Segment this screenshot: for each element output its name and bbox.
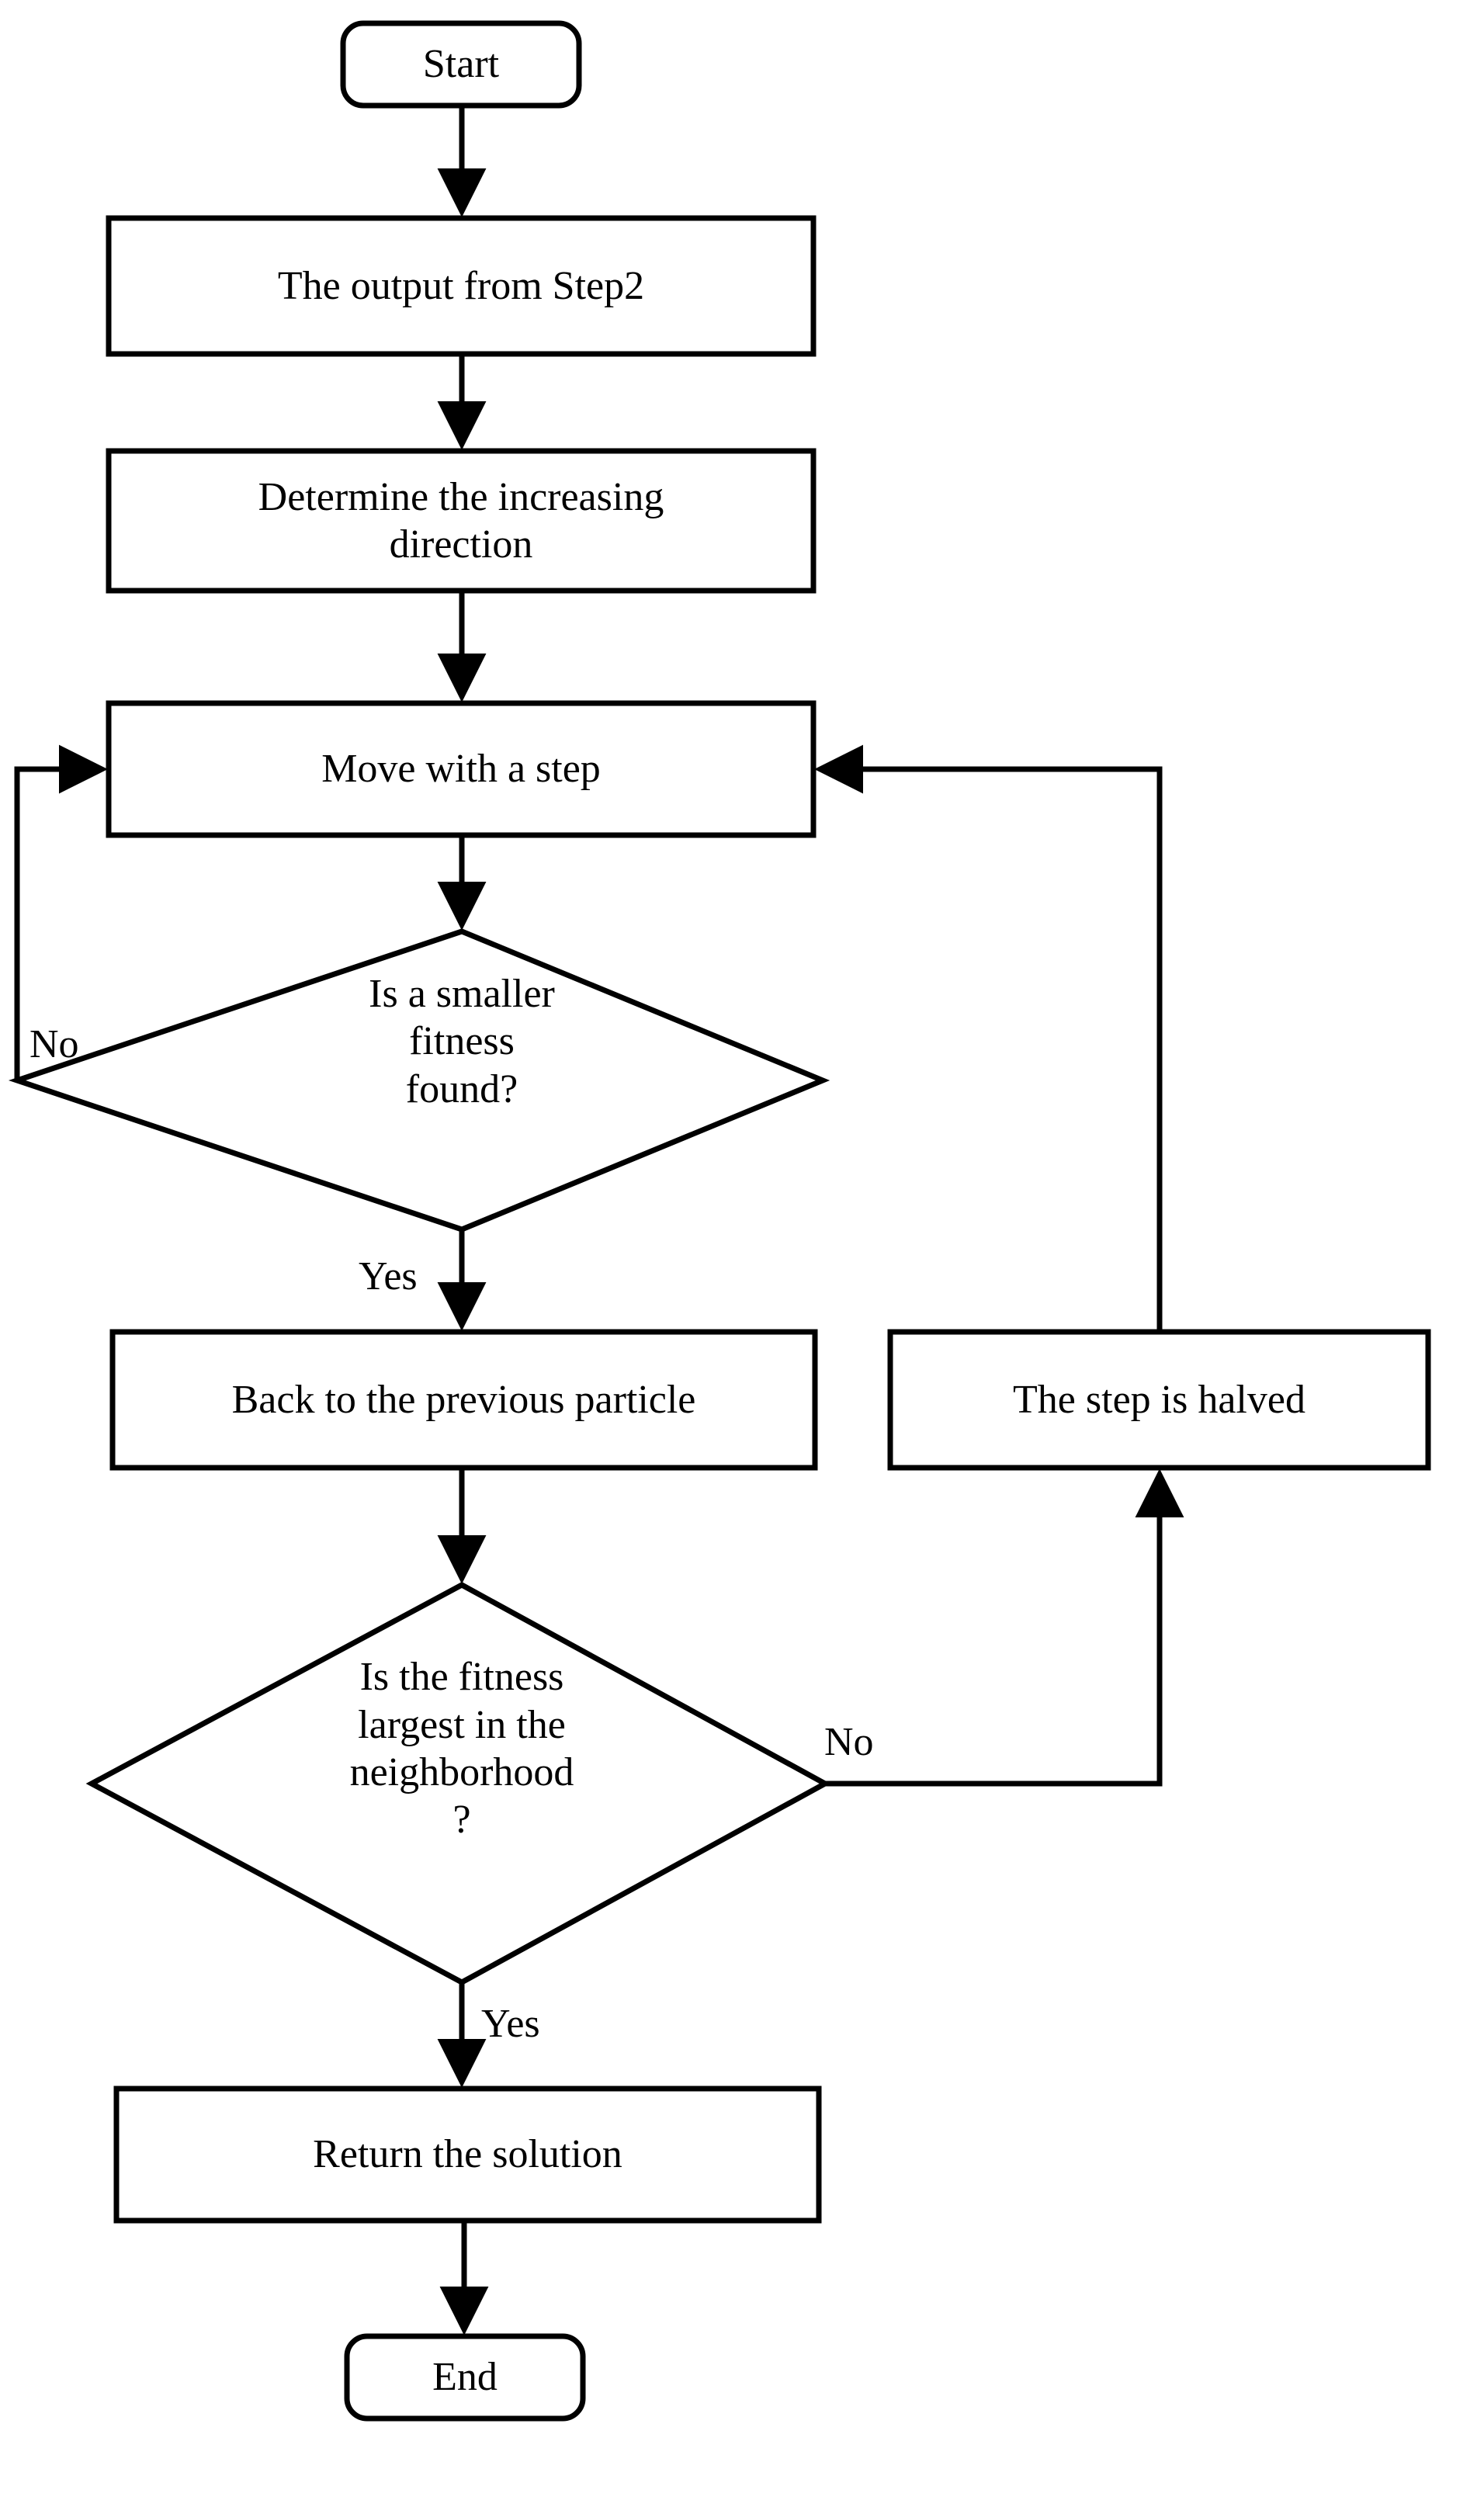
node-shape-back [109, 1329, 818, 1471]
node-move-with-a-step[interactable] [109, 703, 813, 835]
node-determine-direction[interactable] [109, 451, 813, 591]
node-decision-largest-in-neighborhood[interactable] [233, 1676, 691, 1894]
node-end[interactable] [347, 2336, 583, 2419]
node-shape-end [344, 2333, 586, 2422]
edge-halve-to-move [814, 744, 1163, 1332]
node-input[interactable] [109, 218, 813, 354]
node-shape-direction [106, 448, 817, 594]
node-decision-smaller-fitness[interactable] [233, 986, 691, 1176]
node-back-to-previous-particle[interactable] [113, 1332, 815, 1468]
node-return-the-solution[interactable] [116, 2089, 819, 2221]
node-start[interactable] [343, 23, 579, 106]
node-shape-move [106, 700, 817, 838]
edge-decision2-no-to-halve [825, 1468, 1184, 1787]
edge-decision1-no-to-move [14, 744, 108, 1080]
node-shape-input [106, 215, 817, 357]
node-shape-return [113, 2086, 822, 2224]
node-step-is-halved[interactable] [890, 1332, 1428, 1468]
